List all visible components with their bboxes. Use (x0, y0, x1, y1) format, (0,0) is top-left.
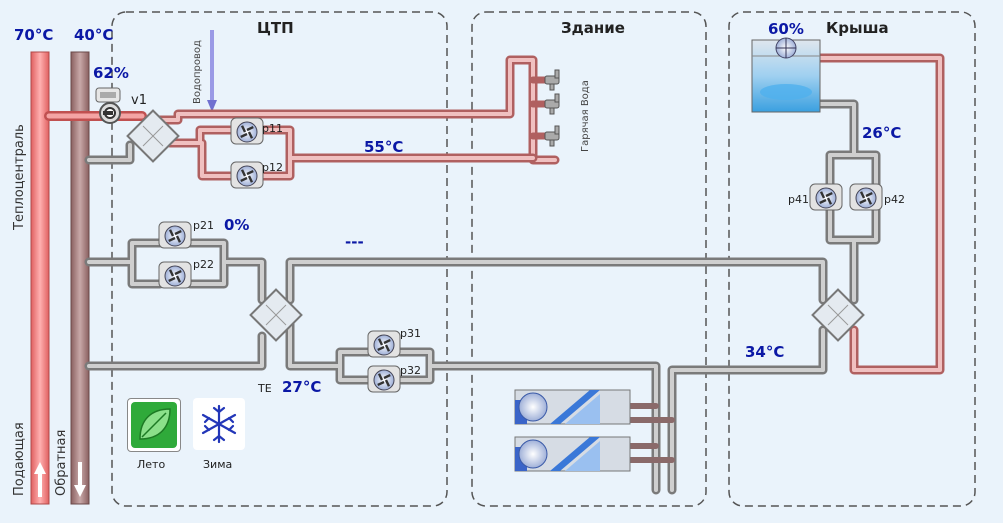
pump-p22-icon[interactable] (158, 261, 192, 289)
hot-water-temp-value: 55°C (364, 138, 404, 156)
hot-water-label: Гарячая Вода (580, 80, 591, 152)
pump-p12-icon[interactable] (230, 161, 264, 189)
pump-group2-speed-value: 0% (224, 216, 250, 234)
valve-label: v1 (131, 93, 147, 108)
supply-main-pipe (30, 51, 50, 505)
pump-p21-icon[interactable] (158, 221, 192, 249)
supply-flow-arrow-icon (34, 462, 46, 497)
roof-in-temp-value: 26°C (862, 124, 902, 142)
heating-circuit-temp-value: --- (345, 233, 364, 251)
return-main-pipe (70, 51, 90, 505)
valve-position-value: 62% (93, 64, 129, 82)
pump-label-p21: p21 (193, 219, 214, 232)
snowflake-icon (201, 404, 237, 444)
pump-label-p42: p42 (884, 193, 905, 206)
air-handler-2 (514, 436, 631, 472)
return-temp-value: 40°C (74, 26, 114, 44)
supply-label: Подающая (12, 422, 27, 496)
winter-mode-label: Зима (203, 458, 233, 471)
heat-exchanger-3 (811, 288, 865, 342)
pump-label-p12: p12 (262, 161, 283, 174)
pump-p42-icon[interactable] (849, 183, 883, 211)
return-flow-arrow-icon (74, 462, 86, 497)
supply-temp-value: 70°C (14, 26, 54, 44)
winter-mode-button[interactable] (193, 398, 245, 450)
pump-p41-icon[interactable] (809, 183, 843, 211)
pump-p11-icon[interactable] (230, 117, 264, 145)
summer-mode-label: Лето (137, 458, 166, 471)
pump-label-p41: p41 (788, 193, 809, 206)
zone-building-title: Здание (561, 19, 625, 37)
zone-roof-title: Крыша (826, 19, 889, 37)
te-label: TE (258, 382, 272, 395)
air-handler-1 (514, 389, 631, 425)
water-supply-label: Водопровод (192, 40, 203, 104)
return-label: Обратная (54, 429, 69, 496)
pump-label-p11: p11 (262, 122, 283, 135)
leaf-icon (131, 402, 177, 448)
te-temp-value: 27°C (282, 378, 322, 396)
valve-v1-icon[interactable] (95, 87, 121, 124)
heat-exchanger-1 (126, 109, 180, 163)
pump-label-p31: p31 (400, 327, 421, 340)
water-supply-arrow-icon (207, 100, 217, 112)
pump-label-p22: p22 (193, 258, 214, 271)
roof-out-temp-value: 34°C (745, 343, 785, 361)
faucet-icon (544, 69, 560, 147)
dry-cooler (751, 37, 821, 113)
pump-p31-icon[interactable] (367, 330, 401, 358)
heating-main-label: Теплоцентраль (12, 124, 27, 230)
cooler-fan-speed-value: 60% (768, 20, 804, 38)
heat-exchanger-2 (249, 288, 303, 342)
zone-ctp-title: ЦТП (257, 19, 294, 37)
pump-label-p32: p32 (400, 364, 421, 377)
pump-p32-icon[interactable] (367, 365, 401, 393)
summer-mode-button[interactable] (127, 398, 181, 452)
